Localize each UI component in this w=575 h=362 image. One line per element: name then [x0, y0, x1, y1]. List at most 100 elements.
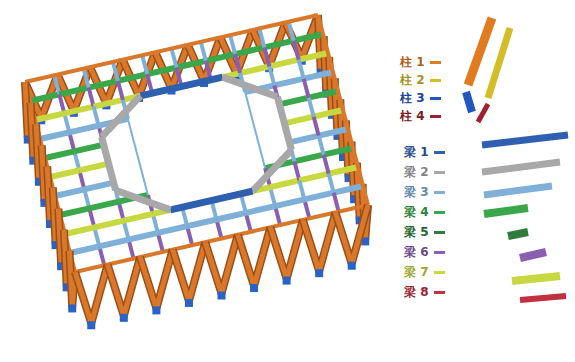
beam [284, 117, 313, 124]
edge-beam [318, 15, 368, 205]
legend-item: 柱 1 [400, 54, 441, 71]
v-column [303, 212, 336, 271]
beam [54, 75, 59, 94]
legend-label: 柱 4 [400, 108, 425, 125]
legend-swatch [430, 61, 441, 64]
column-foot [348, 262, 356, 270]
v-column [270, 220, 303, 279]
opening-beam [277, 97, 291, 150]
legend-label: 梁 3 [404, 184, 429, 201]
legend-label: 梁 6 [404, 244, 429, 261]
legend-swatch [434, 231, 445, 234]
legend-item: 柱 4 [400, 108, 441, 125]
member-icon [466, 92, 472, 112]
beam [74, 145, 103, 152]
legend-swatch [430, 115, 441, 118]
v-column [303, 212, 336, 271]
legend-swatch [430, 79, 441, 82]
legend-item: 梁 6 [404, 244, 445, 261]
edge-beam [75, 205, 368, 272]
beam [59, 88, 88, 95]
beam [124, 214, 153, 221]
beam [118, 74, 147, 81]
beam [217, 213, 246, 220]
beam [230, 35, 235, 54]
v-column [140, 250, 173, 309]
member-icon [482, 162, 560, 172]
beam [35, 113, 64, 120]
column-foot [120, 314, 128, 322]
beam [314, 117, 319, 136]
legend-label: 梁 7 [404, 264, 429, 281]
beam [270, 180, 299, 187]
v-column [270, 220, 303, 279]
beam [279, 98, 308, 105]
beam [324, 148, 353, 155]
beam [319, 129, 348, 136]
member-icon [482, 135, 568, 145]
legend-item: 梁 7 [404, 264, 445, 281]
beam [142, 55, 147, 74]
brace [245, 92, 265, 168]
beam [289, 136, 318, 143]
beam [64, 107, 93, 114]
beam [94, 100, 123, 107]
beam [69, 126, 98, 133]
v-column [335, 205, 368, 264]
v-column [173, 242, 206, 301]
beam [89, 88, 94, 107]
brace [128, 119, 148, 195]
member-icon [468, 18, 492, 85]
beam [240, 66, 269, 73]
opening-beam [102, 96, 141, 137]
beam [264, 41, 293, 48]
legend-item: 梁 5 [404, 224, 445, 241]
legend-label: 柱 1 [400, 54, 425, 71]
beam [304, 72, 333, 79]
opening-beam [140, 77, 222, 96]
opening-beam [253, 150, 292, 191]
beam [55, 189, 84, 196]
column-foot [250, 284, 258, 292]
beam [319, 136, 324, 155]
member-icon [484, 186, 552, 195]
beam [70, 246, 99, 253]
beam [329, 167, 358, 174]
opening-beam [223, 77, 278, 97]
beam [45, 151, 74, 158]
v-column [205, 235, 238, 294]
beam [299, 60, 304, 79]
beam [246, 206, 275, 213]
beam [84, 69, 89, 88]
beam [177, 61, 206, 68]
beam [294, 161, 299, 180]
beam [187, 220, 216, 227]
legend-swatch [430, 97, 441, 100]
beam [235, 54, 240, 73]
member-icon [488, 28, 510, 98]
column-foot [87, 321, 95, 329]
beam [334, 193, 339, 212]
opening-beam [116, 190, 171, 210]
legend-item: 柱 3 [400, 90, 441, 107]
beam [65, 227, 94, 234]
legend-item: 柱 2 [400, 72, 441, 89]
beam [264, 47, 269, 66]
legend-swatch [434, 271, 445, 274]
beam [201, 42, 206, 61]
beam [259, 28, 264, 47]
opening-beam [170, 191, 252, 210]
beam [289, 22, 294, 41]
legend-label: 梁 1 [404, 144, 429, 161]
beam [235, 47, 264, 54]
beam [299, 174, 328, 181]
beam [294, 41, 299, 60]
beam [274, 79, 303, 86]
v-column [108, 257, 141, 316]
beam [304, 193, 333, 200]
beam [79, 164, 108, 171]
beam [158, 226, 187, 233]
edge-beam [25, 15, 318, 82]
beam [294, 155, 323, 162]
